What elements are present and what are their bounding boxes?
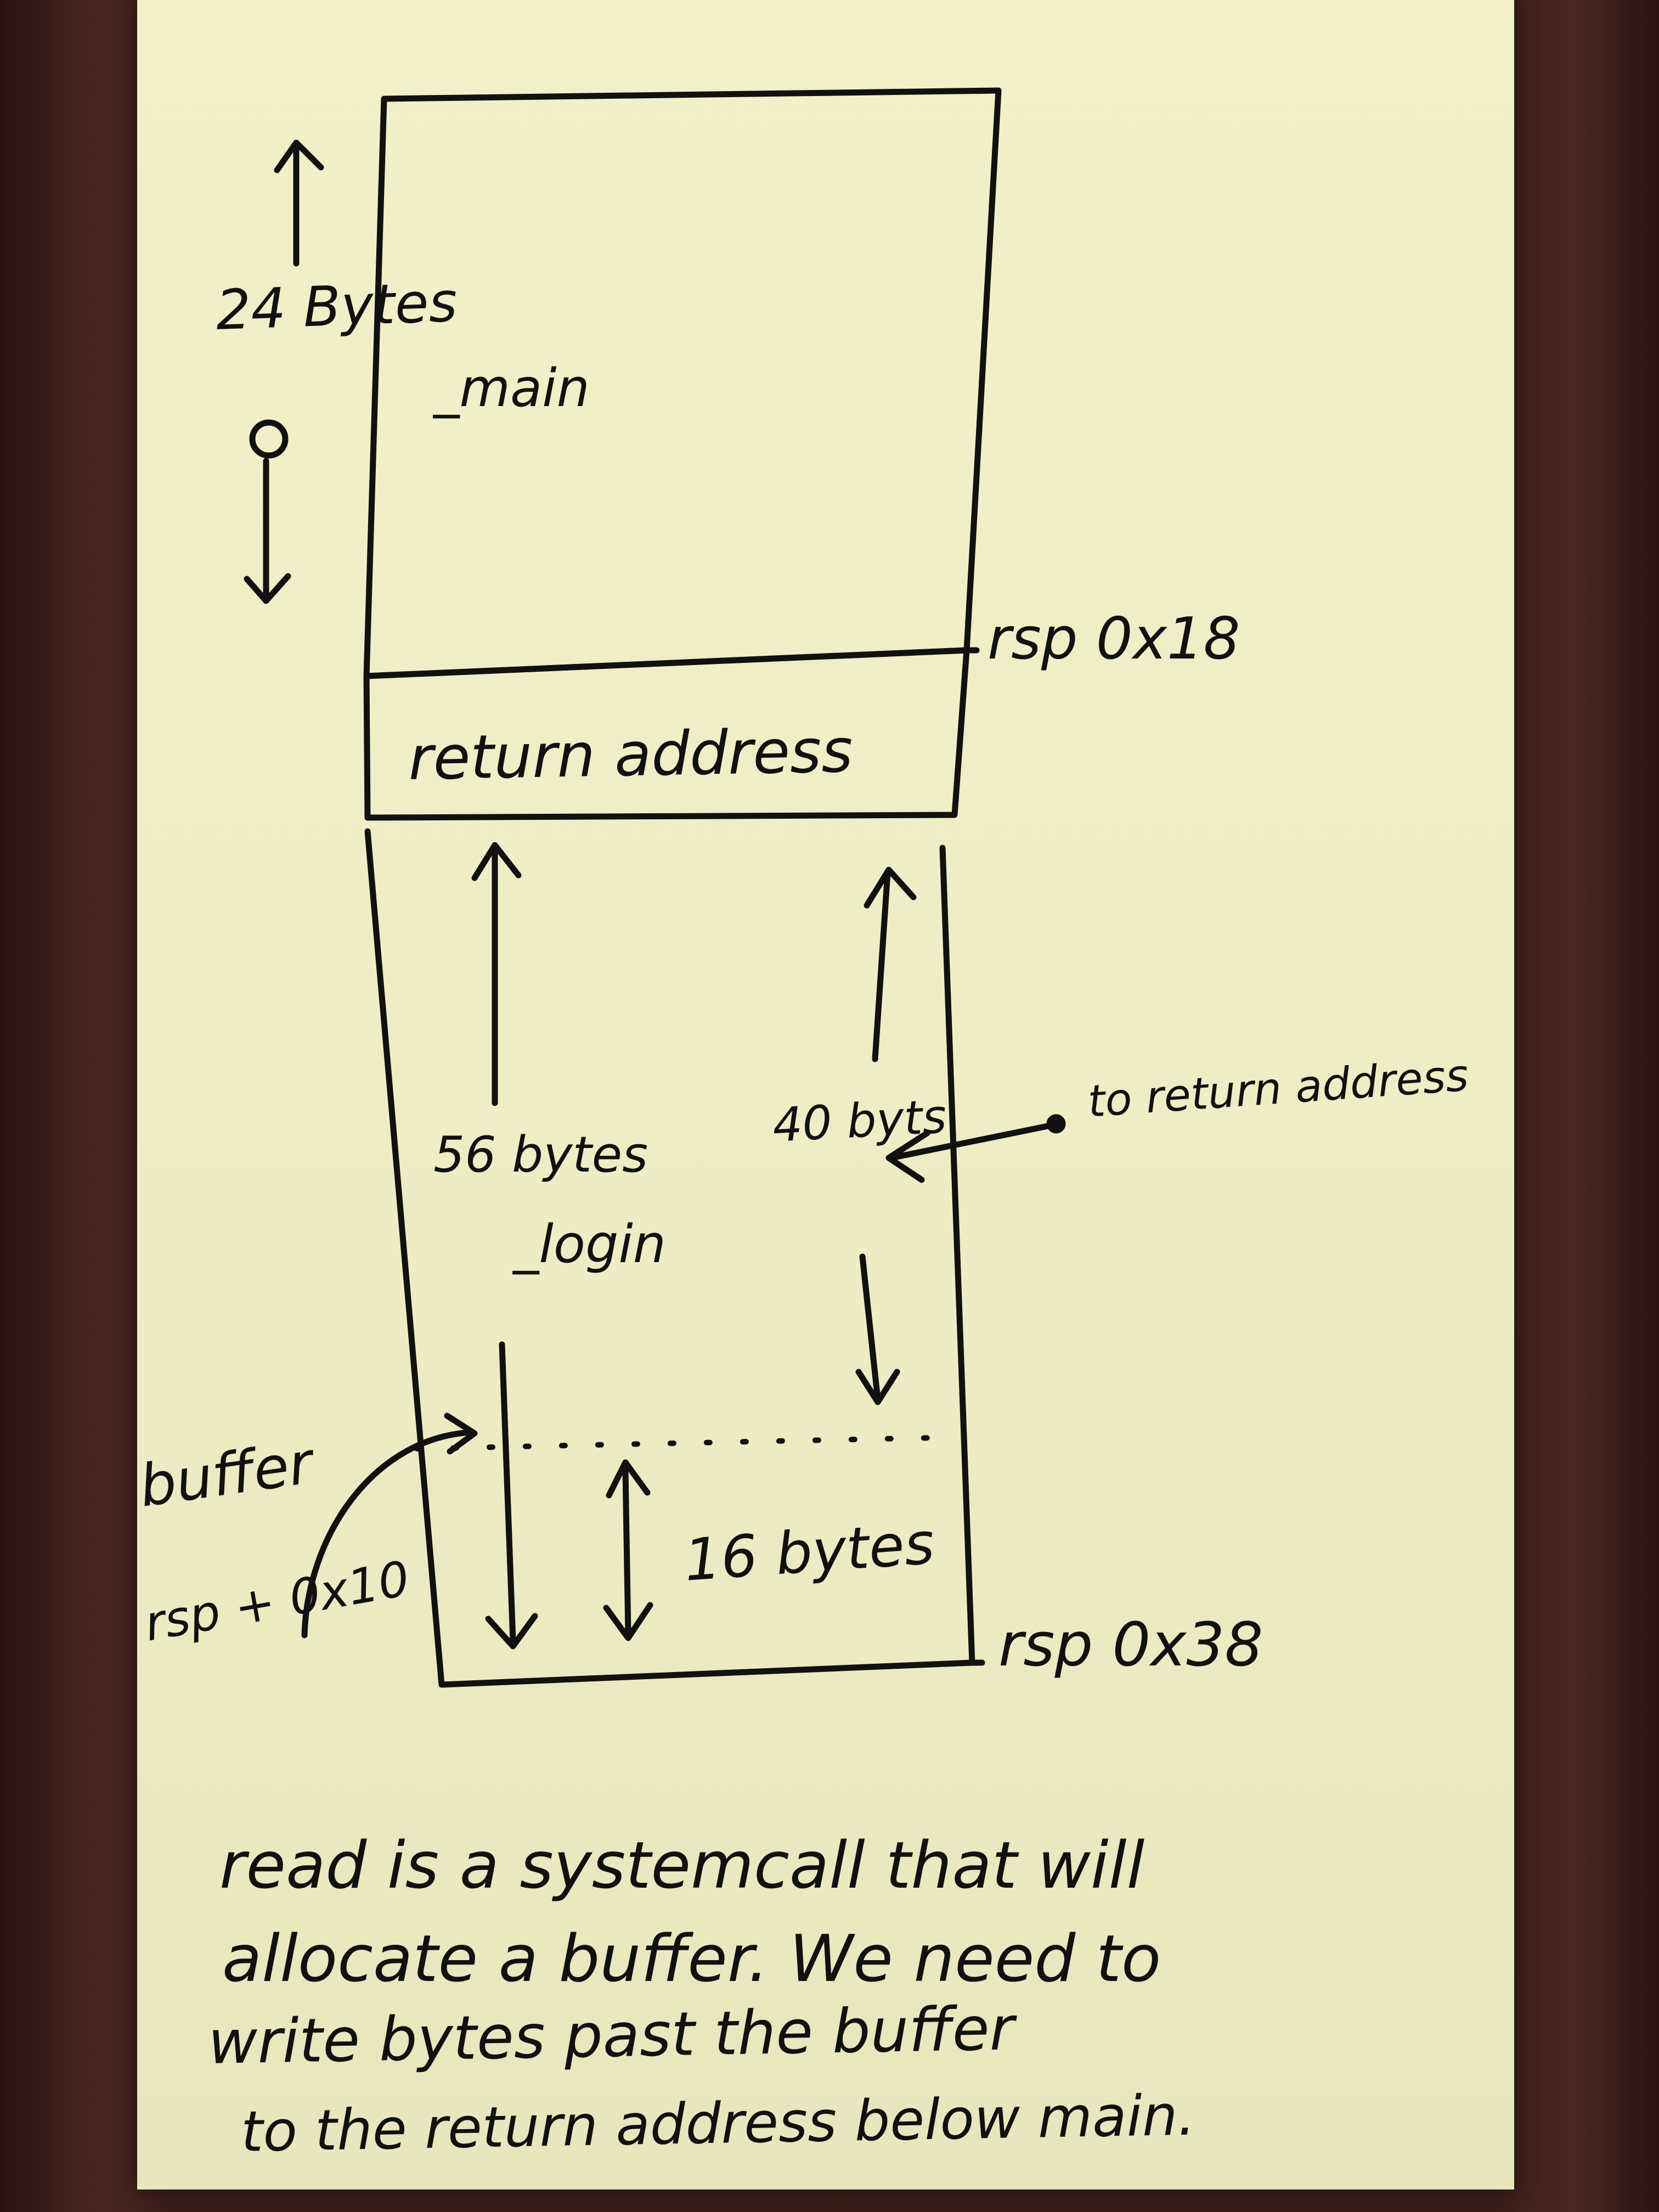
buffer-size-label: 16 bytes xyxy=(682,1510,936,1594)
main-size-label: 24 Bytes xyxy=(215,270,458,342)
index-card xyxy=(137,0,1514,2190)
login-rsp-label: rsp 0x38 xyxy=(998,1609,1263,1680)
explanation-note: read is a systemcall that will allocate … xyxy=(207,1827,1196,2165)
main-rsp-label: rsp 0x18 xyxy=(988,605,1240,672)
note-line-2: allocate a buffer. We need to xyxy=(222,1921,1161,1996)
arrow-down-56 xyxy=(499,1341,516,1644)
diagram-labels: 24 Bytes _main rsp 0x18 return address 5… xyxy=(136,270,1470,1680)
arrow-16-bytes xyxy=(622,1467,631,1636)
note-line-1: read is a systemcall that will xyxy=(219,1827,1144,1903)
offset-note: to return address xyxy=(1086,1050,1470,1127)
return-address-box xyxy=(363,647,970,821)
pointer-to-40 xyxy=(888,1122,1057,1161)
arrow-up-40 xyxy=(872,869,891,1062)
note-line-4: to the return address below main. xyxy=(240,2083,1196,2165)
buffer-label: buffer xyxy=(136,1429,320,1520)
buffer-rsp-label: rsp + 0x10 xyxy=(140,1550,414,1652)
offset-label: 40 byts xyxy=(771,1090,948,1153)
login-size-label: 56 bytes xyxy=(433,1126,648,1184)
login-frame-box xyxy=(364,828,975,1688)
arrow-down-40 xyxy=(859,1253,881,1403)
main-frame-name: _main xyxy=(433,358,590,419)
login-frame-name: _login xyxy=(512,1214,666,1275)
buffer-dotted-line xyxy=(414,1435,938,1451)
note-line-3: write bytes past the buffer xyxy=(207,1993,1018,2078)
return-address-label: return address xyxy=(408,716,853,793)
buffer-pointer-curve xyxy=(301,1429,475,1639)
